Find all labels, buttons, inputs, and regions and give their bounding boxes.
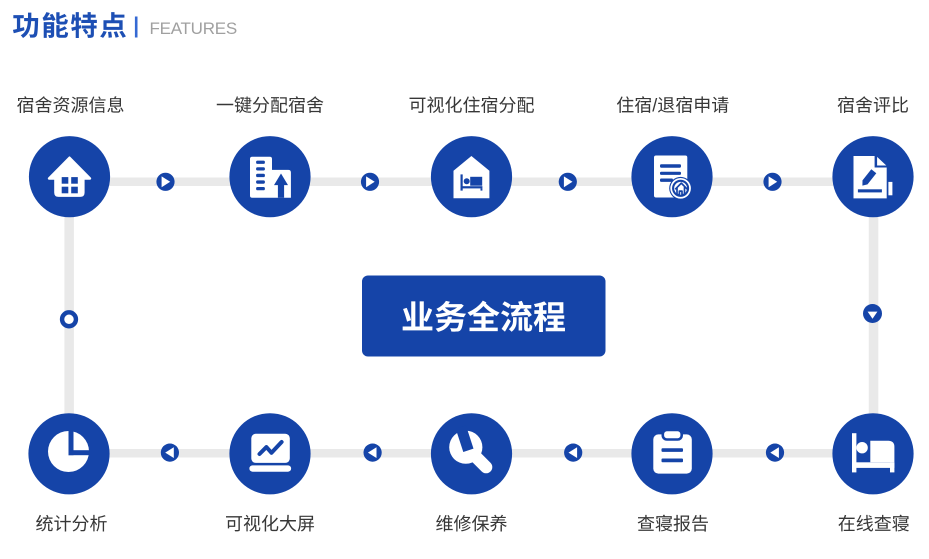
svg-text:统计分析: 统计分析 (36, 514, 108, 534)
svg-text:宿舍评比: 宿舍评比 (837, 96, 909, 116)
svg-text:功能特点: 功能特点 (12, 11, 128, 42)
svg-text:在线查寝: 在线查寝 (838, 514, 910, 534)
svg-text:宿舍资源信息: 宿舍资源信息 (17, 96, 125, 116)
svg-text:维修保养: 维修保养 (436, 514, 508, 534)
svg-text:可视化住宿分配: 可视化住宿分配 (409, 96, 535, 116)
svg-text:住宿/退宿申请: 住宿/退宿申请 (616, 96, 729, 116)
svg-text:FEATURES: FEATURES (150, 19, 237, 38)
svg-text:可视化大屏: 可视化大屏 (225, 514, 315, 534)
svg-text:一键分配宿舍: 一键分配宿舍 (216, 96, 324, 116)
svg-text:查寝报告: 查寝报告 (637, 514, 709, 534)
svg-text:业务全流程: 业务全流程 (401, 299, 566, 336)
